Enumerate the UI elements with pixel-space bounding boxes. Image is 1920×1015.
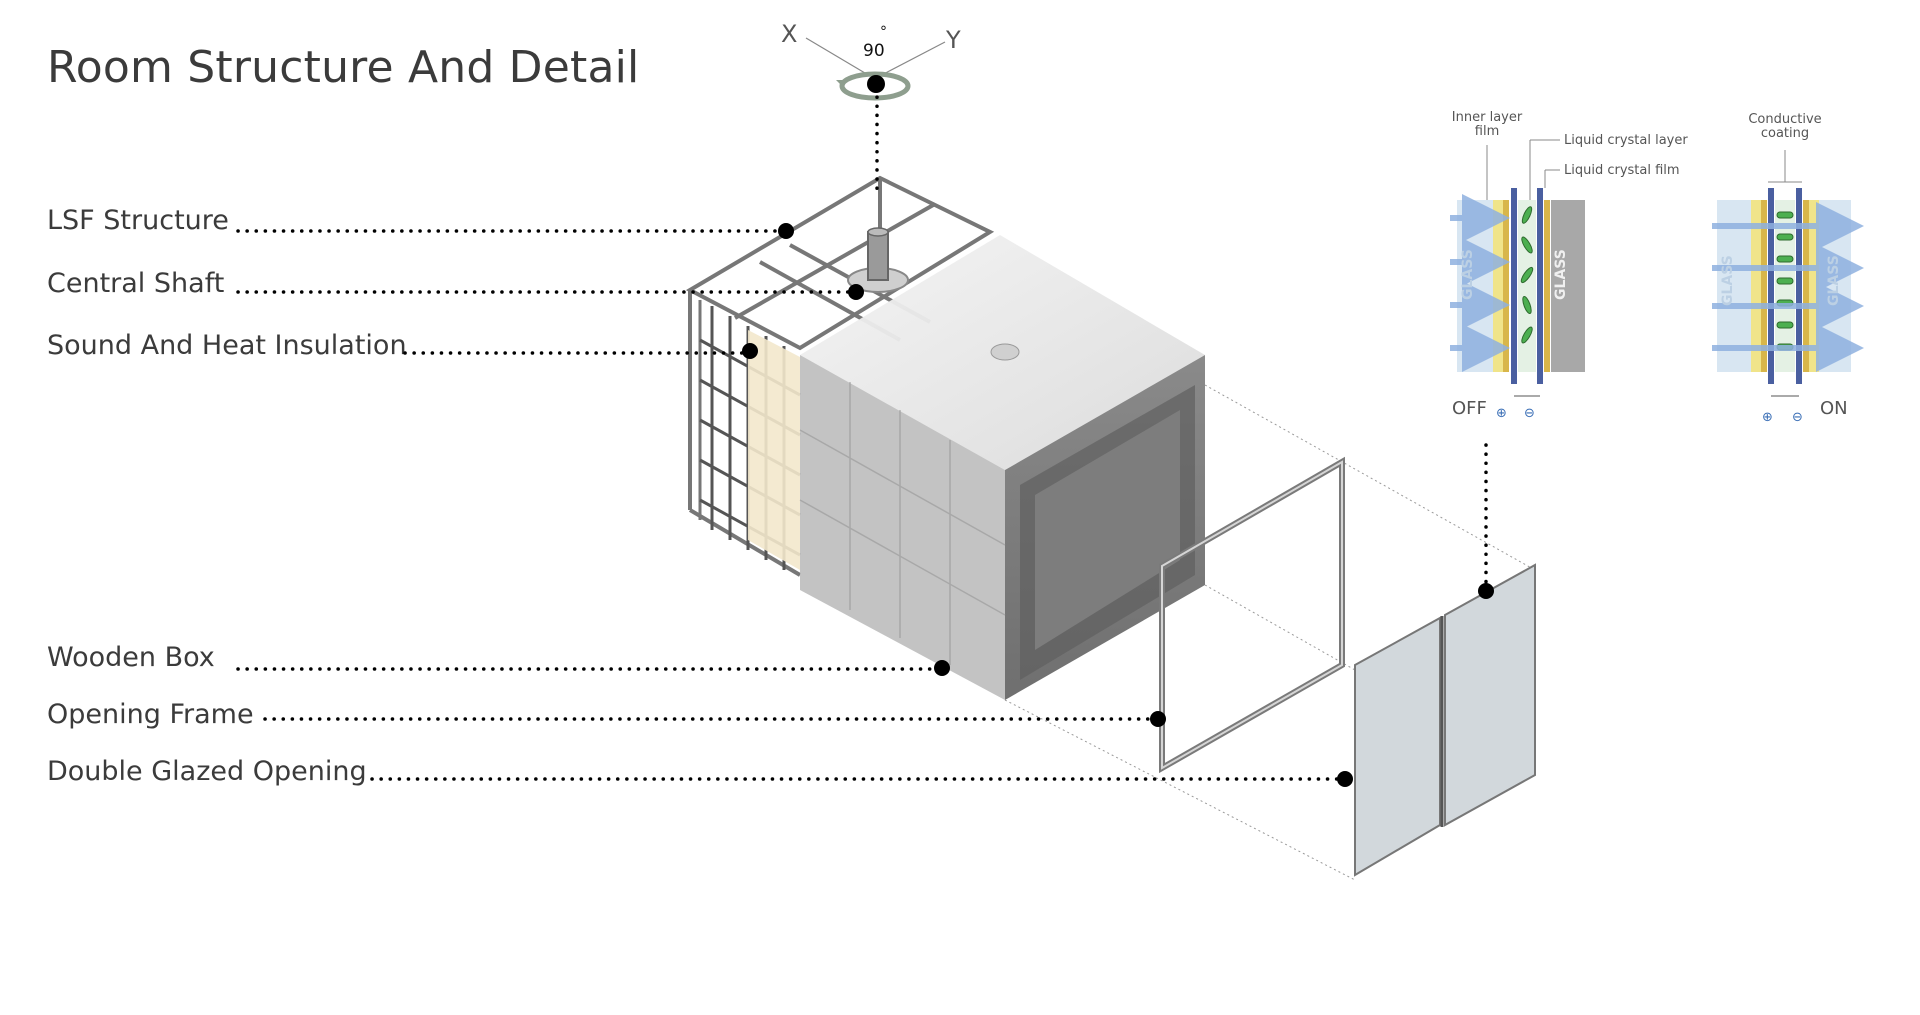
axis-y-label: Y: [946, 26, 961, 54]
leader-lines: [236, 86, 1488, 781]
page-title: Room Structure And Detail: [47, 42, 640, 93]
plus-icon-on: ⊕: [1762, 410, 1773, 425]
glass-detail-on: [1712, 150, 1864, 397]
conductive-coating-label: Conductive coating: [1748, 112, 1822, 141]
minus-icon-off: ⊖: [1524, 406, 1535, 421]
projection-lines: [1004, 384, 1536, 881]
axis-x-label: X: [781, 20, 798, 48]
glass-text-on-left: GLASS: [1720, 255, 1736, 306]
inner-layer-film-label: Inner layer film: [1451, 110, 1523, 139]
insulation-panel: [748, 330, 800, 570]
rotation-indicator: [805, 37, 946, 101]
plus-icon-off: ⊕: [1496, 406, 1507, 421]
glass-text-off: GLASS: [1553, 249, 1569, 300]
double-glazed-opening: [1354, 563, 1536, 877]
label-wooden-box: Wooden Box: [47, 642, 215, 673]
central-shaft: [847, 227, 909, 293]
label-sound-heat-insulation: Sound And Heat Insulation: [47, 330, 407, 361]
liquid-crystal-film-label: Liquid crystal film: [1564, 163, 1680, 178]
label-opening-frame: Opening Frame: [47, 699, 254, 730]
rotation-angle: 90: [863, 41, 885, 61]
liquid-crystal-layer-label: Liquid crystal layer: [1564, 133, 1688, 148]
on-state-label: ON: [1820, 398, 1848, 419]
glass-text-off-left: GLASS: [1460, 249, 1476, 300]
degree-symbol: °: [880, 24, 887, 40]
label-double-glazed-opening: Double Glazed Opening: [47, 756, 367, 787]
minus-icon-on: ⊖: [1792, 410, 1803, 425]
label-lsf-structure: LSF Structure: [47, 205, 229, 236]
glass-text-on-right: GLASS: [1826, 255, 1842, 306]
glass-detail-off: [1450, 139, 1585, 397]
leader-dots: [742, 223, 1494, 787]
off-state-label: OFF: [1452, 398, 1487, 419]
label-central-shaft: Central Shaft: [47, 268, 225, 299]
wooden-box: [799, 235, 1205, 700]
